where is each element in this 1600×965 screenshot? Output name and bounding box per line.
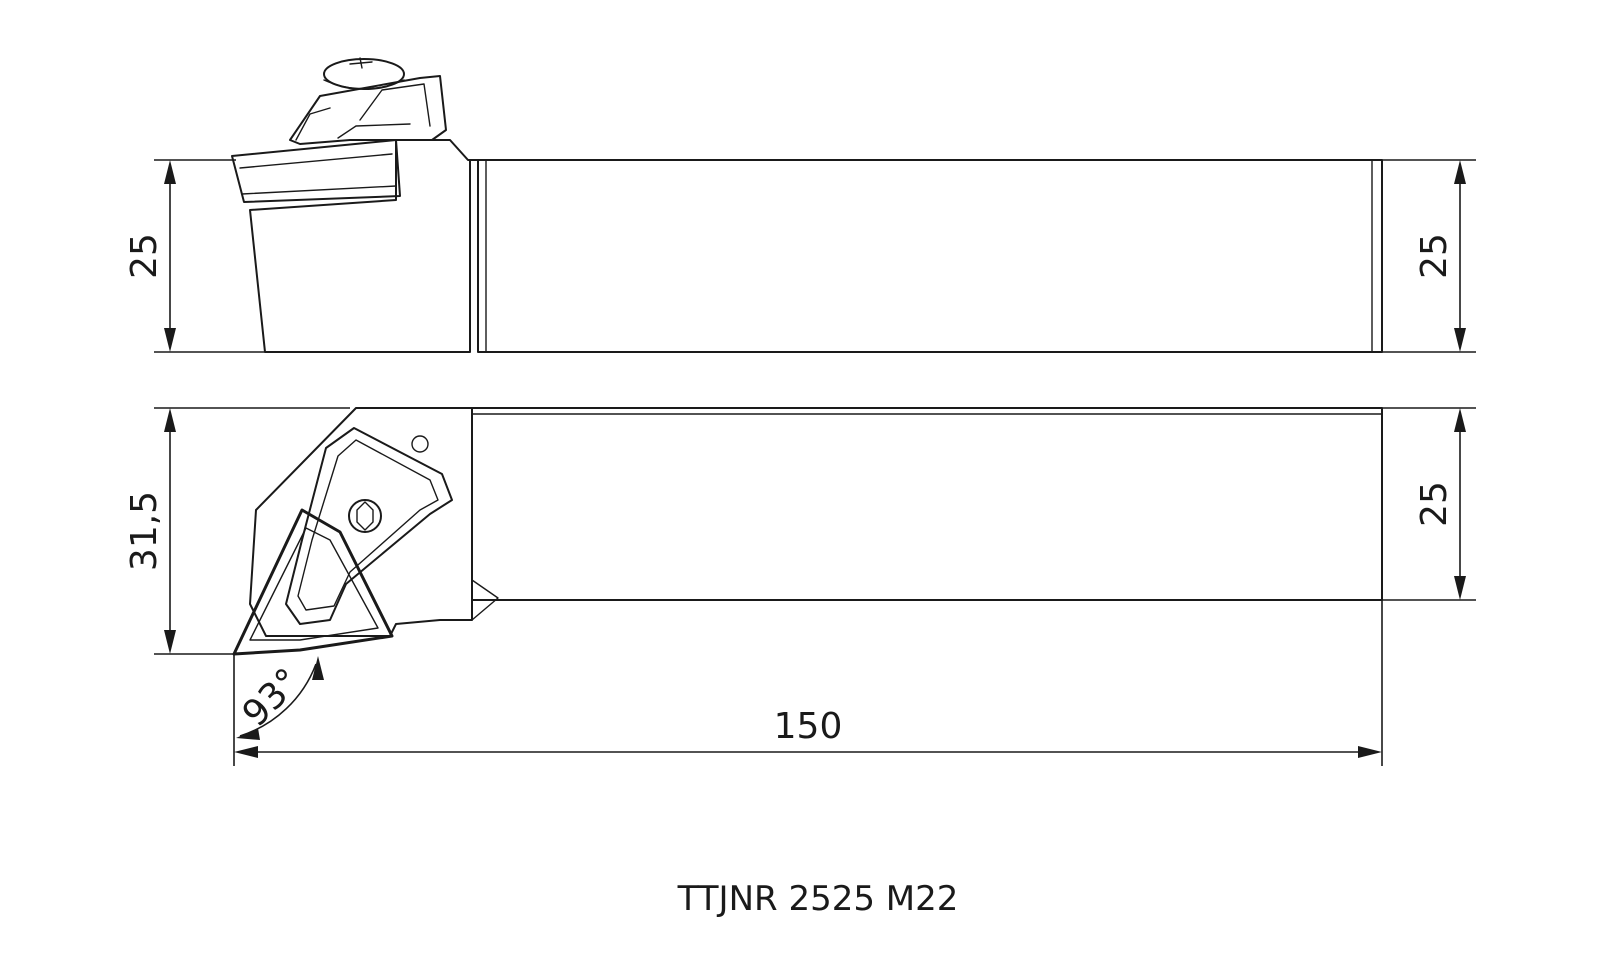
- side-view: [231, 57, 1383, 353]
- part-number-caption: TTJNR 2525 M22: [677, 879, 959, 919]
- dim-top-height-right: 25: [1414, 481, 1455, 527]
- dimension-lines: [154, 159, 1476, 766]
- side-view-insert-plate: [231, 139, 401, 203]
- dim-overall-length: 150: [774, 706, 843, 747]
- top-view-shank: [471, 407, 1383, 601]
- top-view-clamp: [285, 427, 453, 625]
- dim-top-height-left: 31,5: [124, 491, 165, 571]
- side-view-head: [249, 139, 479, 353]
- dim-side-height-left: 25: [124, 233, 165, 279]
- top-view: [232, 407, 1383, 656]
- dim-side-height-right: 25: [1414, 233, 1455, 279]
- top-view-clamp-screw: [348, 499, 382, 533]
- side-view-shank: [477, 159, 1383, 353]
- top-view-insert: [232, 508, 394, 656]
- dim-approach-angle: 93°: [235, 661, 309, 735]
- side-view-clamp: [289, 75, 447, 145]
